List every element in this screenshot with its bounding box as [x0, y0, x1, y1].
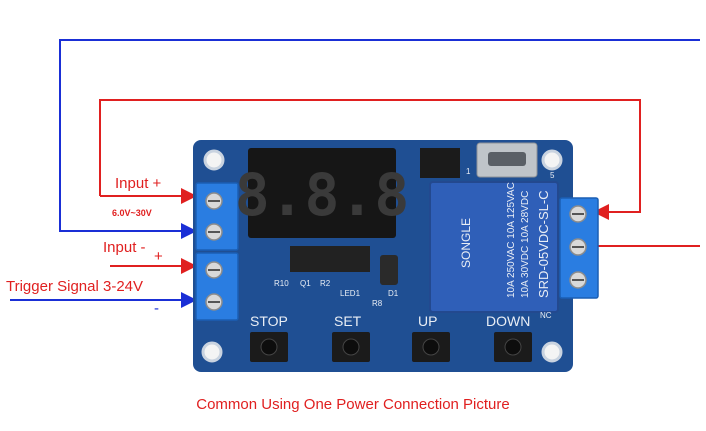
- mount-hole-br: [541, 341, 563, 363]
- regulator-chip: [420, 148, 460, 178]
- caption: Common Using One Power Connection Pictur…: [196, 396, 510, 413]
- seven-segment-display: [248, 148, 396, 238]
- silk-r2: R2: [320, 279, 331, 288]
- silk-5: 5: [550, 171, 555, 180]
- diode-component: [380, 255, 398, 285]
- mount-hole-tr: [541, 149, 563, 171]
- input-plus-label: Input +: [115, 175, 162, 192]
- stop-button[interactable]: STOP: [250, 313, 288, 362]
- mount-hole-bl: [201, 341, 223, 363]
- blue-outer-wire: [59, 39, 700, 239]
- silk-r10: R10: [274, 279, 289, 288]
- silk-nc: NC: [540, 311, 552, 320]
- relay-spec-2: 10A 30VDC 10A 28VDC: [520, 191, 531, 298]
- ic-chip: [290, 246, 370, 272]
- down-button[interactable]: DOWN: [486, 313, 532, 362]
- up-button[interactable]: UP: [412, 313, 450, 362]
- silk-q1: Q1: [300, 279, 311, 288]
- down-button-label: DOWN: [486, 313, 530, 329]
- relay: [429, 181, 559, 313]
- silk-r8: R8: [372, 299, 383, 308]
- input-minus-label: Input -: [103, 239, 146, 256]
- display-digits: 8.8.8: [235, 161, 410, 229]
- trigger-plus-label: +: [154, 248, 163, 265]
- relay-spec-1: 10A 250VAC 10A 125VAC: [506, 182, 517, 298]
- set-button-label: SET: [334, 313, 362, 329]
- mount-hole-tl: [203, 149, 225, 171]
- silk-led1: LED1: [340, 289, 361, 298]
- set-button[interactable]: SET: [332, 313, 370, 362]
- silk-1: 1: [466, 167, 471, 176]
- relay-model: SRD-05VDC-SL-C: [536, 190, 551, 298]
- trigger-minus-label: -: [154, 300, 159, 317]
- voltage-range-label: 6.0V~30V: [112, 208, 152, 218]
- trigger-signal-label: Trigger Signal 3-24V: [6, 278, 144, 295]
- silk-d1: D1: [388, 289, 399, 298]
- up-button-label: UP: [418, 313, 437, 329]
- stop-button-label: STOP: [250, 313, 288, 329]
- relay-brand: SONGLE: [459, 218, 473, 268]
- red-outer-wire: [99, 99, 641, 220]
